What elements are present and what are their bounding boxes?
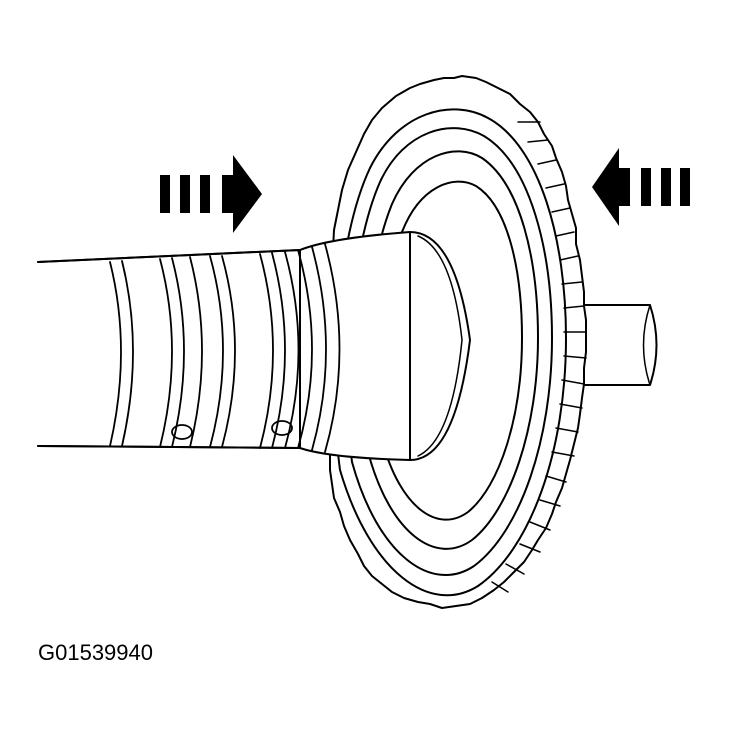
left-arrow-icon bbox=[160, 155, 262, 233]
gear-teeth-detail bbox=[491, 121, 587, 593]
main-shaft bbox=[37, 249, 301, 449]
oil-holes bbox=[171, 420, 293, 440]
shaft-stub bbox=[584, 304, 658, 386]
right-arrow-icon bbox=[592, 148, 690, 226]
figure-caption: G01539940 bbox=[38, 640, 153, 665]
gear-hub bbox=[299, 231, 471, 461]
